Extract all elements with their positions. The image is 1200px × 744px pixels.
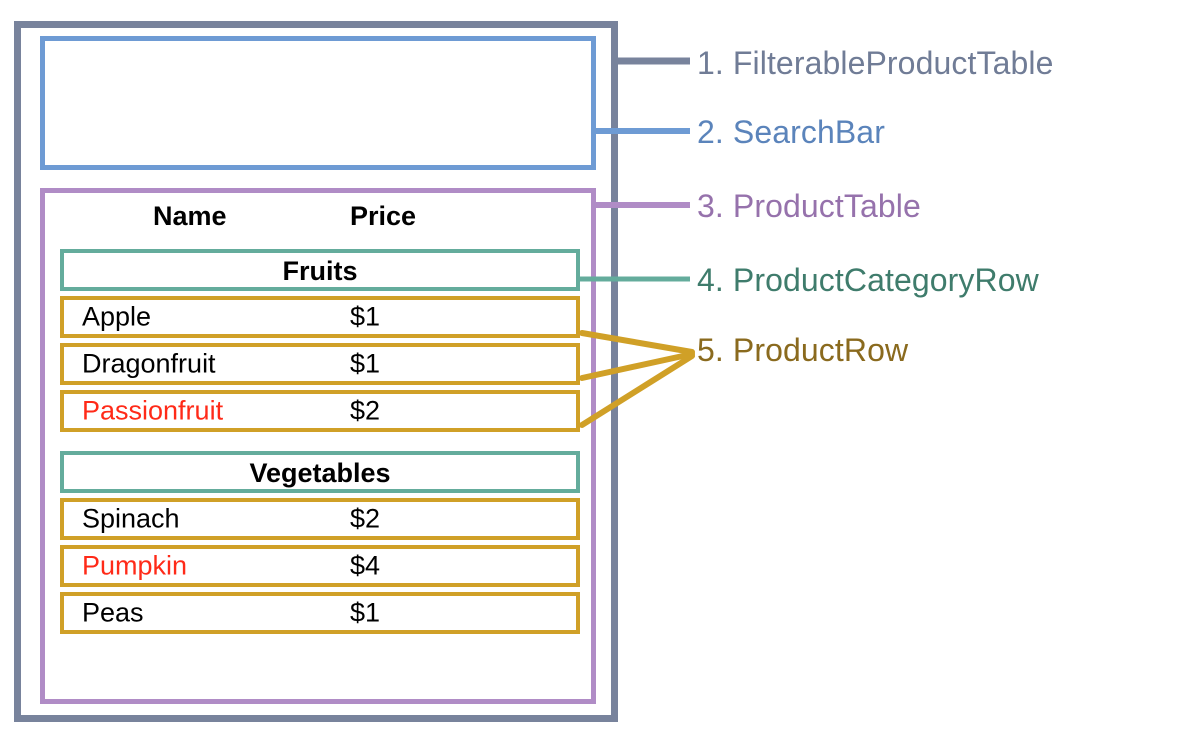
legend-item-search-bar: 2. SearchBar [697, 114, 885, 150]
product-category-row: Fruits [60, 249, 580, 291]
product-table-header-row: Name Price [45, 201, 591, 241]
product-category-label: Fruits [282, 255, 358, 286]
column-header-name: Name [153, 201, 227, 231]
product-name: Pumpkin [82, 550, 188, 581]
product-name: Peas [82, 597, 144, 628]
search-bar-boundary [40, 36, 596, 170]
product-price: $1 [350, 348, 381, 379]
product-row: Passionfruit $2 [60, 390, 580, 432]
product-price: $4 [350, 550, 381, 581]
column-header-price: Price [350, 201, 417, 231]
product-name: Passionfruit [82, 395, 224, 426]
product-category-row: Vegetables [60, 451, 580, 493]
product-price: $2 [350, 395, 381, 426]
product-category-label: Vegetables [249, 457, 391, 488]
product-table-boundary: Name Price Fruits Apple $1 Dragonfruit $… [40, 188, 596, 704]
legend-item-product-category-row: 4. ProductCategoryRow [697, 262, 1039, 298]
product-price: $1 [350, 301, 381, 332]
product-price: $2 [350, 503, 381, 534]
product-row: Apple $1 [60, 296, 580, 338]
product-price: $1 [350, 597, 381, 628]
legend-item-filterable-product-table: 1. FilterableProductTable [697, 45, 1054, 81]
product-row: Peas $1 [60, 592, 580, 634]
product-name: Apple [82, 301, 152, 332]
group-spacer [60, 437, 580, 451]
product-table-body: Fruits Apple $1 Dragonfruit $1 Passionfr… [60, 249, 580, 639]
product-row: Pumpkin $4 [60, 545, 580, 587]
legend-item-product-table: 3. ProductTable [697, 188, 921, 224]
legend-item-product-row: 5. ProductRow [697, 332, 909, 368]
product-row: Spinach $2 [60, 498, 580, 540]
product-name: Dragonfruit [82, 348, 216, 379]
product-name: Spinach [82, 503, 180, 534]
product-row: Dragonfruit $1 [60, 343, 580, 385]
